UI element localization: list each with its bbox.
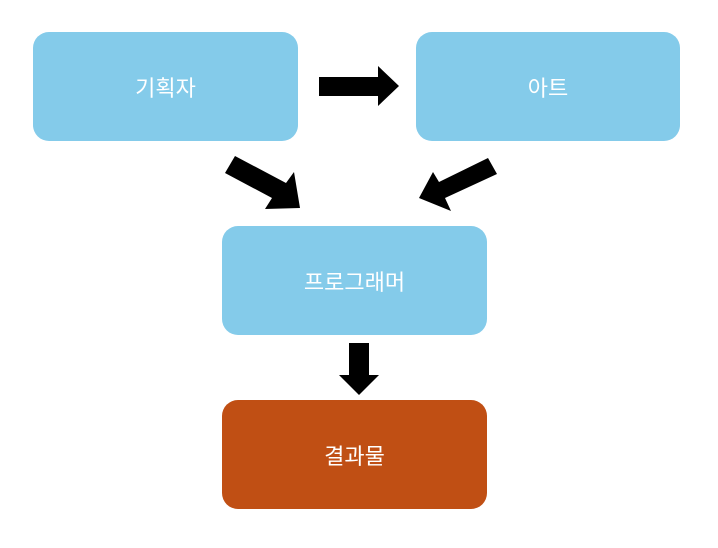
node-art-label: 아트 [527, 76, 569, 102]
arrow-art-to-programmer [419, 158, 497, 211]
node-result: 결과물 [222, 400, 487, 509]
node-programmer: 프로그래머 [222, 226, 487, 335]
node-planner: 기획자 [33, 32, 298, 141]
arrow-planner-to-art [319, 66, 399, 106]
node-art: 아트 [416, 32, 680, 141]
node-programmer-label: 프로그래머 [303, 270, 406, 296]
arrow-planner-to-programmer [225, 156, 300, 209]
arrow-programmer-to-result [339, 343, 379, 395]
node-result-label: 결과물 [324, 444, 385, 470]
node-planner-label: 기획자 [135, 76, 196, 102]
